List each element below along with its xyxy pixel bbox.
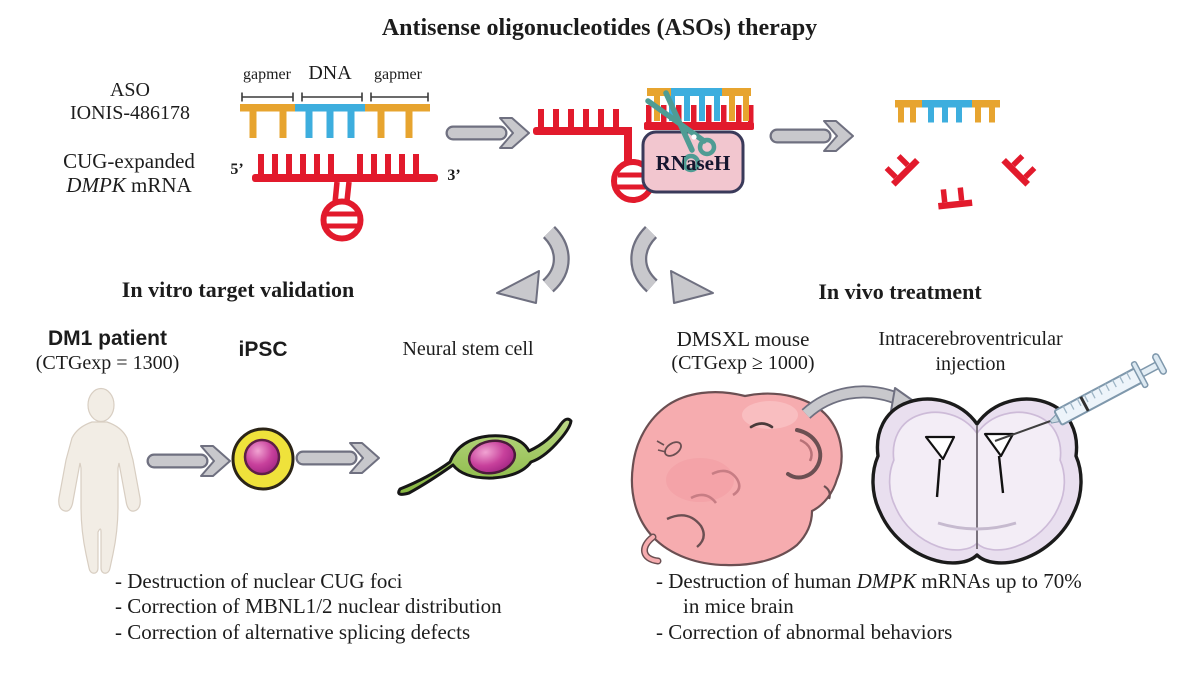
dna-label: DNA	[308, 62, 352, 84]
in-vivo-result-1: - Destruction of human DMPK mRNAs up to …	[656, 569, 1156, 594]
curved-arrow-left-icon	[496, 225, 570, 304]
arrow-right-icon	[453, 118, 529, 148]
aso-molecule	[240, 92, 430, 138]
cug-mrna-molecule	[252, 154, 438, 242]
in-vivo-results: - Destruction of human DMPK mRNAs up to …	[656, 569, 1156, 645]
three-prime-label: 3’	[447, 167, 461, 184]
gapmer-left-label: gapmer	[243, 66, 291, 83]
aso-mrna-duplex: RNaseH	[533, 88, 754, 203]
rnaseh-label: RNaseH	[656, 151, 731, 175]
curved-arrow-right-icon	[630, 225, 714, 304]
in-vivo-result-2: - Correction of abnormal behaviors	[656, 619, 953, 644]
dmsxl-mouse-label: DMSXL mouse	[676, 327, 810, 351]
injection-label-line2: injection	[935, 353, 1006, 375]
in-vitro-heading: In vitro target validation	[121, 277, 355, 302]
arrow-right-icon	[303, 443, 379, 473]
result1-prefix: - Destruction of human	[656, 569, 857, 593]
cug-mrna-label-line1: CUG-expanded	[63, 149, 195, 173]
dmpk-gene-name: DMPK	[66, 173, 126, 197]
arrow-right-icon	[777, 121, 853, 151]
neural-stem-cell-label: Neural stem cell	[402, 338, 534, 360]
gapmer-brackets	[241, 92, 429, 102]
scissors-icon	[645, 90, 717, 173]
aso-label-line2: IONIS-486178	[70, 102, 190, 124]
brain-section	[871, 397, 1083, 565]
cleaved-fragments	[884, 100, 1037, 210]
rna-fragment	[938, 187, 973, 210]
in-vitro-result-2: - Correction of MBNL1/2 nuclear distribu…	[115, 594, 502, 619]
dm1-patient-label: DM1 patient	[47, 327, 167, 350]
aso-label-line1: ASO	[109, 79, 150, 101]
dmsxl-mouse-illustration	[630, 391, 843, 567]
result1-suffix: mRNAs up to 70%	[916, 569, 1082, 593]
in-vitro-result-3: - Correction of alternative splicing def…	[115, 619, 471, 644]
ipsc-cell	[231, 427, 295, 491]
five-prime-label: 5’	[230, 161, 244, 178]
in-vitro-results: - Destruction of nuclear CUG foci - Corr…	[115, 569, 585, 645]
aso-label: ASO IONIS-486178	[35, 79, 225, 125]
ipsc-label: iPSC	[238, 338, 288, 361]
rna-fragment	[884, 154, 920, 187]
arrow-right-icon	[154, 446, 230, 476]
result1-gene: DMPK	[856, 569, 917, 593]
gapmer-right-label: gapmer	[374, 66, 422, 83]
dm1-patient-repeat: (CTGexp = 1300)	[35, 352, 180, 374]
injection-label-line1: Intracerebroventricular	[878, 328, 1063, 350]
cug-mrna-label: CUG-expanded DMPK mRNA	[28, 149, 230, 197]
injection-label: Intracerebroventricular injection	[853, 327, 1088, 377]
cug-mrna-label-line2: DMPK mRNA	[28, 173, 230, 197]
rna-fragment	[1001, 154, 1037, 187]
neural-stem-cell	[397, 417, 573, 496]
syringe-icon	[994, 353, 1168, 442]
human-silhouette	[58, 387, 141, 574]
in-vivo-result-1-line2: in mice brain	[683, 594, 794, 619]
in-vivo-heading: In vivo treatment	[818, 279, 982, 304]
mrna-suffix: mRNA	[125, 173, 192, 197]
figure-title: Antisense oligonucleotides (ASOs) therap…	[381, 15, 818, 41]
dmsxl-mouse-repeat: (CTGexp ≥ 1000)	[671, 352, 815, 374]
in-vitro-result-1: - Destruction of nuclear CUG foci	[115, 569, 403, 593]
